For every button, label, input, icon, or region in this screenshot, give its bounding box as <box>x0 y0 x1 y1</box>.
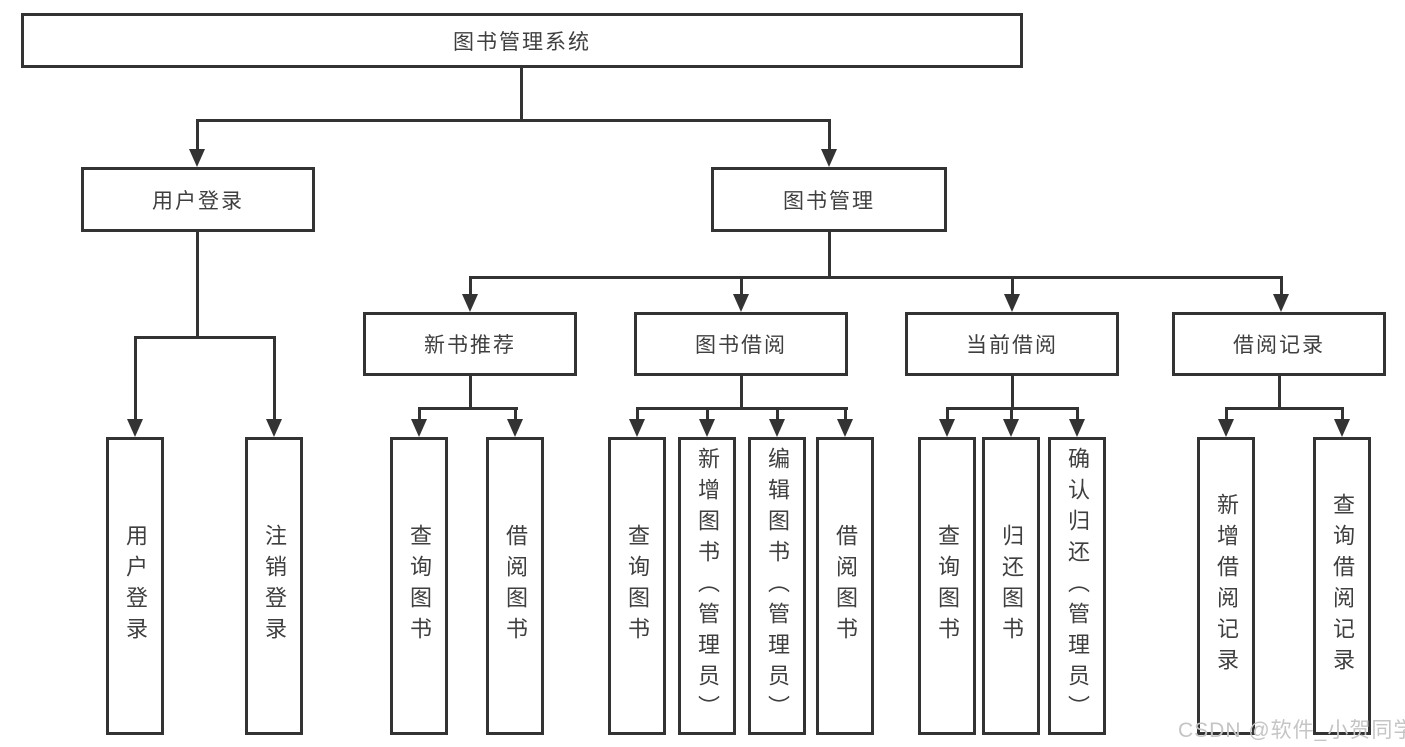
node-current-borrowing: 当前借阅 <box>905 312 1119 376</box>
connector-line <box>1225 407 1344 410</box>
arrow-down-icon <box>1218 419 1234 437</box>
arrow-down-icon <box>1003 419 1019 437</box>
connector-line <box>946 410 949 421</box>
connector-line <box>1280 279 1283 296</box>
node-label: 图书管理 <box>783 189 875 213</box>
arrow-down-icon <box>837 419 853 437</box>
connector-line <box>196 119 831 122</box>
connector-line <box>1278 376 1281 407</box>
connector-line <box>196 122 199 151</box>
arrow-down-icon <box>266 419 282 437</box>
arrow-down-icon <box>769 419 785 437</box>
connector-line <box>418 407 518 410</box>
connector-line <box>1341 410 1344 421</box>
node-label: 编辑图书（管理员） <box>765 446 790 726</box>
connector-line <box>134 339 137 421</box>
connector-line <box>828 122 831 151</box>
arrow-down-icon <box>189 149 205 167</box>
connector-line <box>514 410 517 421</box>
connector-line <box>844 410 847 421</box>
leaf-bb-edit-books-admin: 编辑图书（管理员） <box>748 437 806 735</box>
node-label: 借阅图书 <box>503 524 528 648</box>
connector-line <box>418 410 421 421</box>
node-label: 图书借阅 <box>695 334 787 357</box>
arrow-down-icon <box>507 419 523 437</box>
connector-line <box>469 279 472 296</box>
node-label: 用户登录 <box>123 524 148 648</box>
node-label: 注销登录 <box>262 524 287 648</box>
node-label: 查询图书 <box>935 524 960 648</box>
arrow-down-icon <box>821 149 837 167</box>
node-label: 图书管理系统 <box>453 30 591 54</box>
connector-line <box>1011 279 1014 296</box>
node-label: 新增图书（管理员） <box>695 446 720 726</box>
connector-line <box>469 376 472 407</box>
leaf-bb-add-books-admin: 新增图书（管理员） <box>678 437 736 735</box>
arrow-down-icon <box>1334 419 1350 437</box>
csdn-watermark: CSDN @软件_小贺同学 <box>1178 719 1405 742</box>
connector-line <box>636 407 848 410</box>
connector-line <box>134 336 276 339</box>
node-book-borrowing: 图书借阅 <box>634 312 848 376</box>
leaf-br-query-record: 查询借阅记录 <box>1313 437 1371 735</box>
node-label: 归还图书 <box>999 524 1024 648</box>
node-label: 查询图书 <box>407 524 432 648</box>
leaf-nbr-query-books: 查询图书 <box>390 437 448 735</box>
connector-line <box>469 276 1283 279</box>
node-label: 用户登录 <box>152 189 244 213</box>
node-label: 借阅图书 <box>833 524 858 648</box>
leaf-logout: 注销登录 <box>245 437 303 735</box>
connector-line <box>520 68 523 119</box>
node-label: 查询借阅记录 <box>1330 493 1355 679</box>
connector-line <box>196 232 199 336</box>
connector-line <box>946 407 1079 410</box>
connector-line <box>740 376 743 407</box>
node-borrow-records: 借阅记录 <box>1172 312 1386 376</box>
arrow-down-icon <box>1004 294 1020 312</box>
leaf-cb-query-books: 查询图书 <box>918 437 976 735</box>
node-label: 确认归还（管理员） <box>1065 446 1090 726</box>
leaf-bb-query-books: 查询图书 <box>608 437 666 735</box>
connector-line <box>740 279 743 296</box>
connector-line <box>828 232 831 276</box>
leaf-br-add-record: 新增借阅记录 <box>1197 437 1255 735</box>
arrow-down-icon <box>733 294 749 312</box>
node-library-system: 图书管理系统 <box>21 13 1023 68</box>
connector-line <box>1010 410 1013 421</box>
connector-line <box>706 410 709 421</box>
arrow-down-icon <box>127 419 143 437</box>
node-new-book-recommend: 新书推荐 <box>363 312 577 376</box>
connector-line <box>1225 410 1228 421</box>
arrow-down-icon <box>1069 419 1085 437</box>
node-label: 新书推荐 <box>424 334 516 357</box>
leaf-cb-confirm-return-admin: 确认归还（管理员） <box>1048 437 1106 735</box>
arrow-down-icon <box>629 419 645 437</box>
connector-line <box>636 410 639 421</box>
node-label: 借阅记录 <box>1233 334 1325 357</box>
arrow-down-icon <box>939 419 955 437</box>
leaf-bb-borrow-books: 借阅图书 <box>816 437 874 735</box>
node-book-management: 图书管理 <box>711 167 947 232</box>
node-label: 查询图书 <box>625 524 650 648</box>
connector-line <box>273 339 276 421</box>
arrow-down-icon <box>462 294 478 312</box>
node-user-login: 用户登录 <box>81 167 315 232</box>
connector-line <box>776 410 779 421</box>
arrow-down-icon <box>1273 294 1289 312</box>
leaf-cb-return-books: 归还图书 <box>982 437 1040 735</box>
leaf-user-login: 用户登录 <box>106 437 164 735</box>
connector-line <box>1011 376 1014 407</box>
node-label: 新增借阅记录 <box>1214 493 1239 679</box>
connector-line <box>1076 410 1079 421</box>
arrow-down-icon <box>699 419 715 437</box>
node-label: 当前借阅 <box>966 334 1058 357</box>
leaf-nbr-borrow-books: 借阅图书 <box>486 437 544 735</box>
arrow-down-icon <box>411 419 427 437</box>
